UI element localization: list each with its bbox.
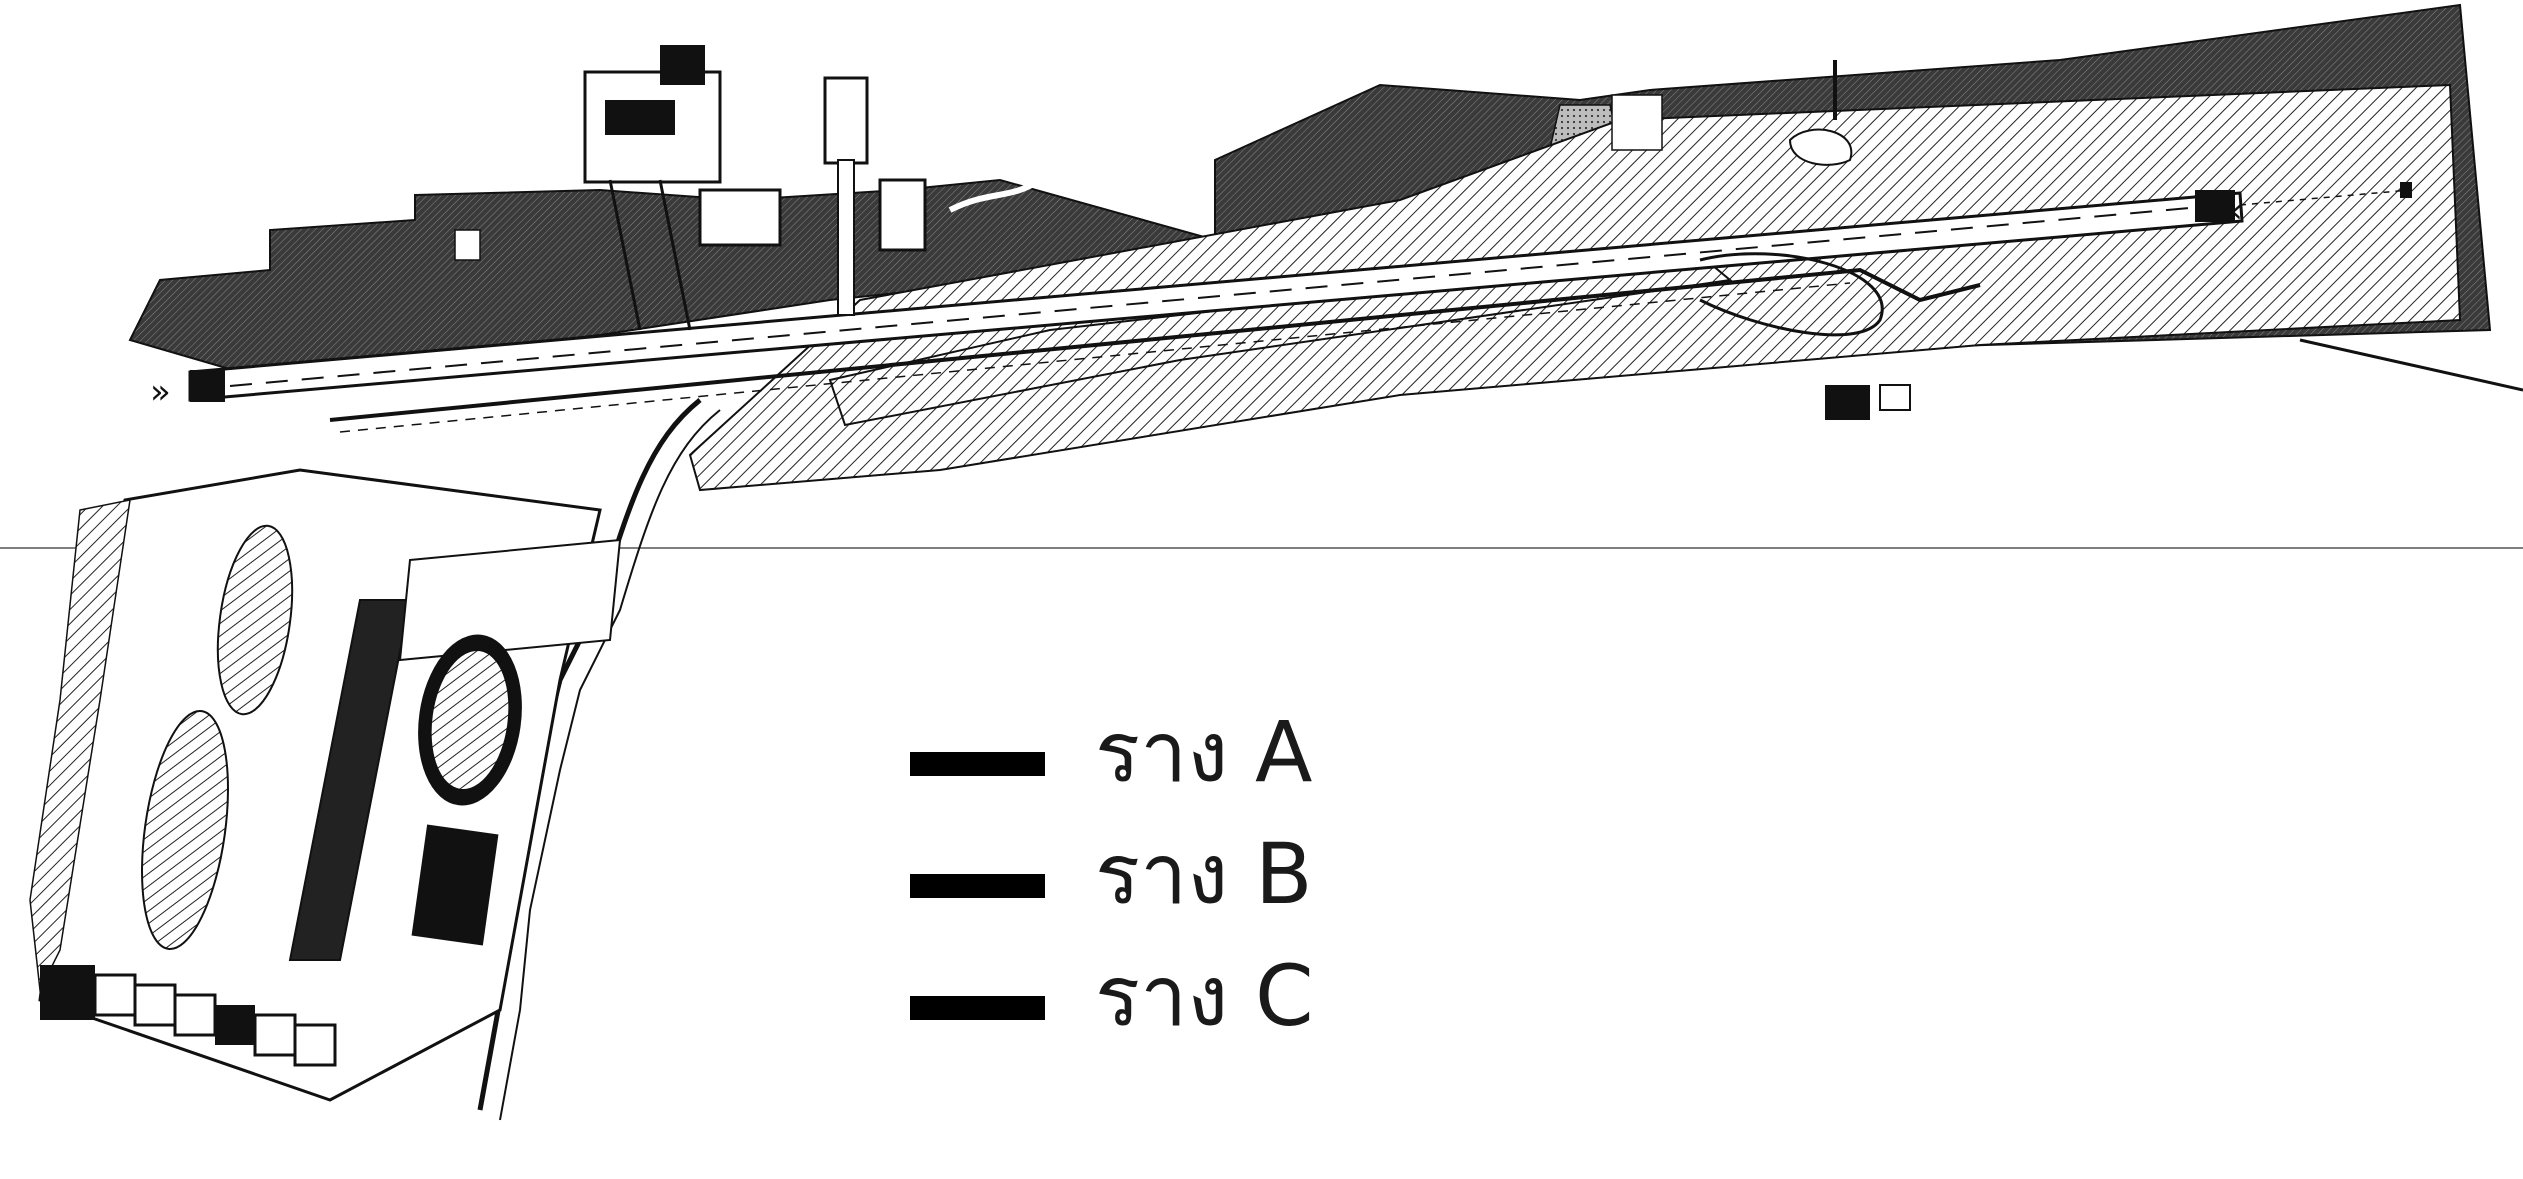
legend-swatch-c [910,996,1045,1020]
tower-stalk [837,159,855,316]
runway-centerline [229,206,2201,387]
white-patch [1611,94,1663,151]
parallel-taxiway-inner [339,282,1851,433]
west-apron-dark [128,178,1216,377]
hangar [878,178,927,252]
east-building-2 [1879,384,1911,411]
runway-threshold-east [2195,190,2235,222]
approach-light [2400,182,2412,198]
legend-label-c: ราง C [1095,947,1314,1045]
stand-loop [216,524,294,716]
infield-hatch [828,253,1733,427]
terminal-wing [398,538,622,662]
legend-label-b: ราง B [1095,825,1313,923]
legend-label-a: ราง A [1095,703,1313,801]
east-building [1825,385,1870,420]
east-boundary-line [2299,338,2523,392]
south-lots [40,965,337,1067]
runway-threshold-west [190,370,225,402]
top-building-roof [605,100,675,135]
parking-lot [411,824,499,946]
access-road [608,179,692,331]
taxiway-loop [1699,252,1884,337]
connector-road-edge [499,409,721,1121]
terminal-building [288,599,412,961]
control-tower [823,76,869,165]
stand-loop [141,710,229,950]
top-building-small [660,45,705,85]
garage [698,188,782,247]
runway-end-marker-east: « [2222,191,2243,231]
pond [1788,128,1853,166]
parallel-taxiway [329,267,1981,422]
stream [948,177,1042,213]
runway-end-marker-west: » [150,372,171,412]
parking-oval-inner [430,649,510,791]
legend-swatch-b [910,874,1045,898]
approach-light-line [2239,189,2411,206]
legend-swatch-a [910,752,1045,776]
white-patch [454,229,481,261]
